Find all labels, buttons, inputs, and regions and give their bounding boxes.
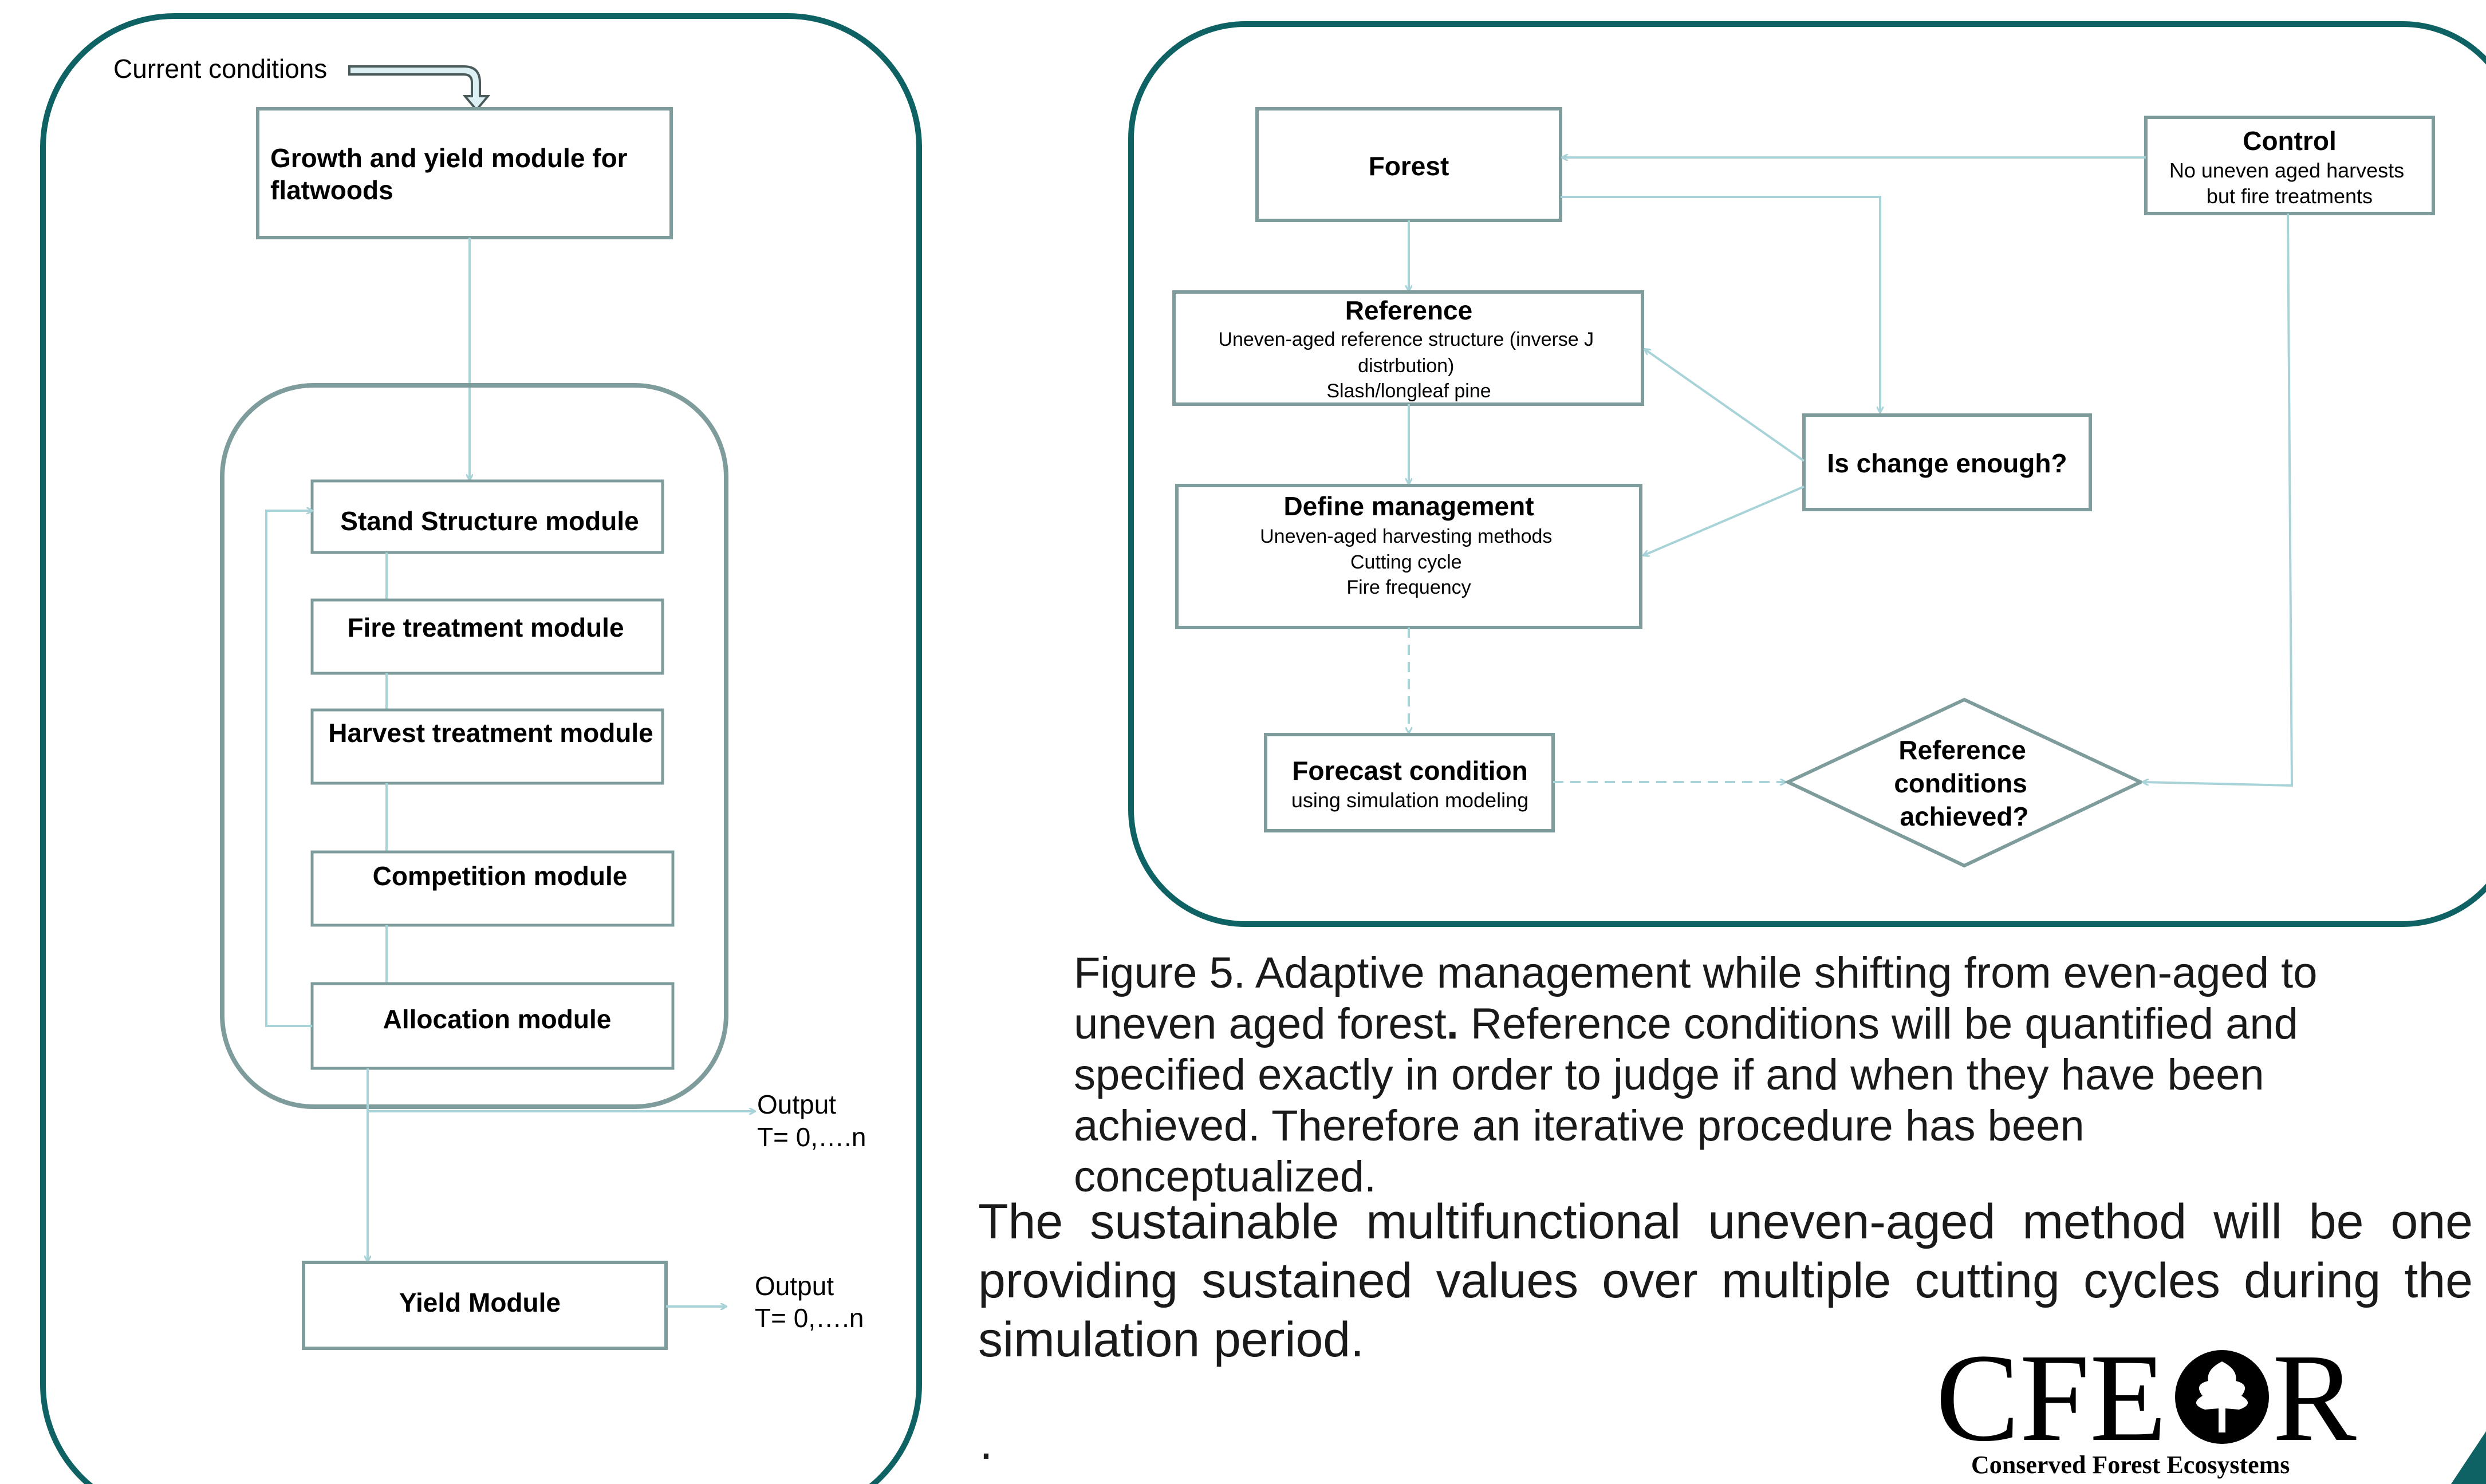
reference-achieved-line-1: Reference [1898,735,2026,765]
forecast-title: Forecast condition [1292,756,1527,786]
output-1-label: Output [757,1090,836,1119]
reference-achieved-diamond [1783,697,2145,868]
fire-treatment-label: Fire treatment module [347,613,624,642]
logo-subtitle: Conserved Forest Ecosystems [1971,1451,2290,1479]
output-2-label: Output [755,1271,834,1301]
caption-lead: Figure 5. Adaptive management while shif… [1074,949,2318,1048]
body-paragraph: The sustainable multifunctional uneven-a… [978,1194,2473,1367]
is-change-enough-label: Is change enough? [1827,448,2067,478]
connector-is-change-to-reference [1645,349,1805,462]
svg-text:Output T= 0,….n: Output T= 0,….n [757,1090,866,1152]
connector-forest-to-is-change [1561,196,1880,412]
svg-text:Uneven-aged harvesting methods: Uneven-aged harvesting methods Cutting c… [1260,526,1558,598]
competition-box [310,850,675,927]
svg-text:Growth and yield module for: Growth and yield module for flatwoods [270,143,635,205]
left-frame [40,13,922,1484]
svg-text:Reference conditions: Reference conditions achieved? [1894,735,2034,831]
logo-wordmark-left: CFE [1936,1328,2166,1467]
logo-wordmark-right: R [2272,1328,2357,1467]
figure-caption: Figure 5. Adaptive management while shif… [1074,948,2391,1202]
stand-structure-label: Stand Structure module [340,506,639,536]
corner-accent [2451,1431,2486,1484]
control-title: Control [2243,126,2337,156]
reference-box [1172,290,1644,406]
right-diagram: Forest Control No uneven aged harvests b… [1128,21,2486,927]
connector-is-change-to-define [1644,486,1805,555]
feedback-loop-arrow [265,511,312,1027]
define-management-box [1175,484,1642,629]
output-1-time: T= 0,….n [757,1122,866,1152]
caption-period: . [1446,1000,1459,1048]
growth-yield-box [256,107,673,239]
allocation-box [310,982,675,1070]
cfeor-logo: CFE R Conserved Forest Ecosystems [1936,1328,2357,1479]
control-line-2: but fire treatments [2207,184,2373,208]
control-line-1: No uneven aged harvests [2169,159,2404,182]
reference-achieved-line-3: achieved? [1900,802,2029,831]
forecast-sub: using simulation modeling [1291,788,1528,812]
fire-treatment-box [310,598,664,675]
harvest-treatment-label: Harvest treatment module [328,718,653,748]
forest-label: Forest [1369,151,1449,181]
reference-line-1: Uneven-aged reference structure (inverse… [1218,329,1594,350]
caption-rest: Reference conditions will be quantified … [1074,1000,2298,1201]
define-management-title: Define management [1283,491,1534,521]
svg-text:No uneven aged harvests: No uneven aged harvests but fire treatme… [2169,159,2410,208]
svg-text:Output T= 0,….n: Output T= 0,….n [755,1271,864,1333]
reference-achieved-line-2: conditions [1894,768,2027,798]
reference-line-3: Slash/longleaf pine [1326,380,1491,402]
is-change-enough-box [1802,413,2092,511]
current-conditions-label: Current conditions [113,54,327,84]
control-box [2144,116,2435,215]
reference-title: Reference [1345,295,1472,325]
growth-yield-line-2: flatwoods [270,175,393,205]
growth-yield-line-1: Growth and yield module for [270,143,628,173]
competition-label: Competition module [373,861,628,891]
svg-text:Uneven-aged reference structur: Uneven-aged reference structure (inverse… [1218,329,1599,402]
forest-box [1255,107,1562,222]
yield-module-label: Yield Module [399,1288,561,1317]
reference-line-2: distrbution) [1358,355,1454,377]
harvest-treatment-box [310,708,664,785]
output-2-time: T= 0,….n [755,1303,864,1333]
left-diagram: Current conditions Growth and yield modu… [40,13,922,1484]
define-management-line-3: Fire frequency [1346,577,1471,598]
define-management-line-1: Uneven-aged harvesting methods [1260,526,1552,547]
stand-structure-box [310,479,664,554]
yield-module-box [302,1261,668,1350]
current-conditions-arrow [348,65,491,112]
trailing-dot: . [979,1415,993,1470]
define-management-line-2: Cutting cycle [1350,551,1462,573]
connector-control-to-decision [2143,213,2294,787]
forecast-box [1264,733,1555,832]
right-frame [1128,21,2486,927]
inner-frame [220,383,728,1109]
allocation-label: Allocation module [383,1004,612,1034]
tree-emblem [2175,1350,2269,1444]
